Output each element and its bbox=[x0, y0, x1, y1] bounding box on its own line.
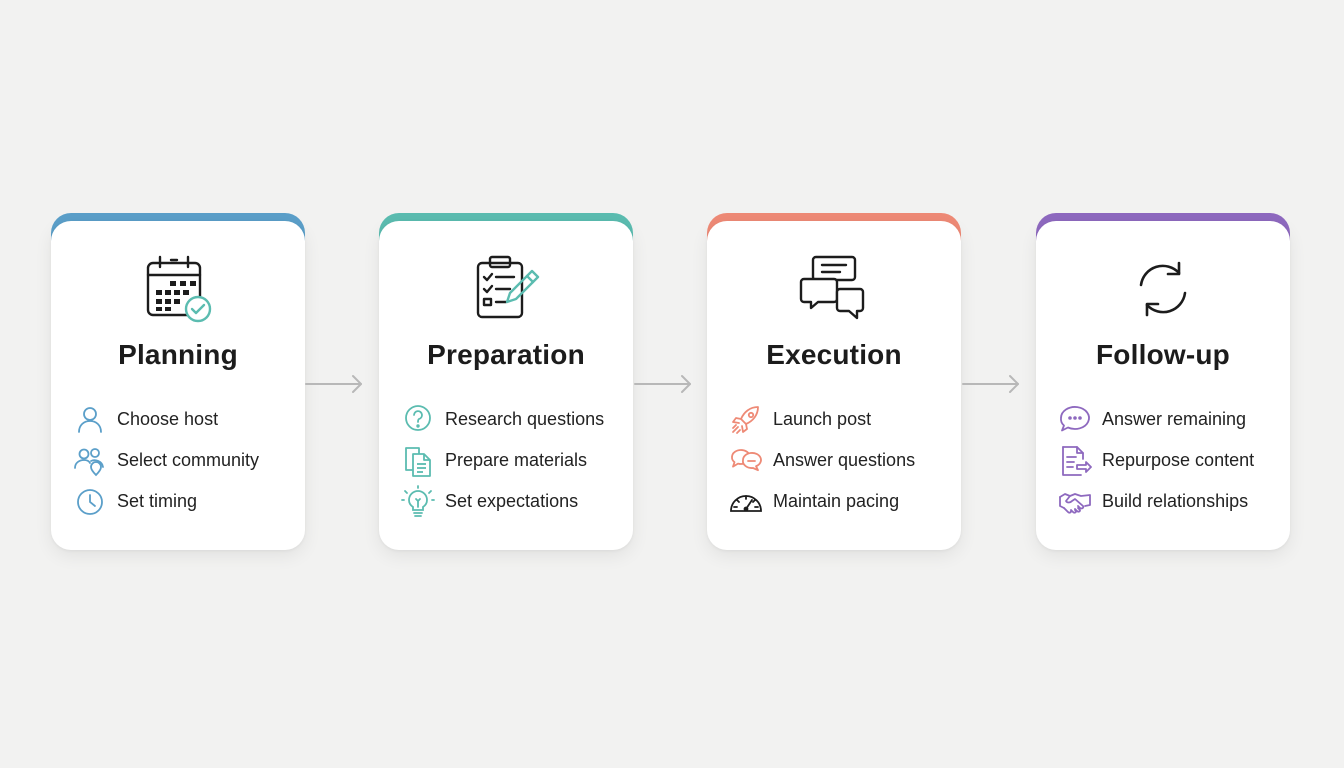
item-label: Build relationships bbox=[1102, 491, 1249, 511]
list-item: Answer questions bbox=[729, 440, 951, 481]
documents-icon bbox=[405, 446, 431, 477]
list-item: Select community bbox=[73, 440, 295, 481]
item-label: Repurpose content bbox=[1102, 450, 1255, 470]
card-body: Preparation Research questions Prepare m… bbox=[379, 221, 633, 550]
stage-items: Research questions Prepare materials bbox=[401, 399, 623, 522]
list-item: Set expectations bbox=[401, 481, 623, 522]
card-body: Execution Launch post Answer questions bbox=[707, 221, 961, 550]
clipboard-pencil-icon bbox=[476, 255, 540, 319]
speech-bubbles-icon bbox=[731, 448, 762, 471]
stage-items: Answer remaining Repurpose content bbox=[1058, 399, 1280, 522]
list-item: Repurpose content bbox=[1058, 440, 1280, 481]
handshake-icon bbox=[1059, 492, 1091, 514]
item-label: Research questions bbox=[445, 409, 605, 429]
stage-card-planning: Planning Choose host Select community bbox=[51, 213, 305, 550]
stage-title: Follow-up bbox=[1096, 339, 1230, 370]
question-icon bbox=[405, 404, 431, 431]
item-label: Launch post bbox=[773, 409, 872, 429]
list-item: Build relationships bbox=[1058, 481, 1280, 522]
document-arrow-icon bbox=[1062, 445, 1092, 476]
item-label: Choose host bbox=[117, 409, 219, 429]
chat-bubbles-icon bbox=[799, 255, 865, 320]
stage-title: Planning bbox=[118, 339, 238, 370]
connector-arrow bbox=[305, 375, 362, 393]
list-item: Prepare materials bbox=[401, 440, 623, 481]
item-label: Set expectations bbox=[445, 491, 579, 511]
stage-card-follow-up: Follow-up Answer remaining Repurpose con… bbox=[1036, 213, 1290, 550]
item-label: Answer questions bbox=[773, 450, 916, 470]
list-item: Research questions bbox=[401, 399, 623, 440]
connector-arrow bbox=[962, 375, 1019, 393]
lightbulb-icon bbox=[401, 484, 435, 517]
calendar-check-icon bbox=[146, 255, 212, 323]
item-label: Set timing bbox=[117, 491, 198, 511]
stage-card-execution: Execution Launch post Answer questions bbox=[707, 213, 961, 550]
stage-card-preparation: Preparation Research questions Prepare m… bbox=[379, 213, 633, 550]
clock-icon bbox=[77, 488, 103, 515]
stage-title: Preparation bbox=[427, 339, 585, 370]
stage-items: Choose host Select community Set timing bbox=[73, 399, 295, 522]
item-label: Prepare materials bbox=[445, 450, 588, 470]
item-label: Maintain pacing bbox=[773, 491, 900, 511]
card-body: Planning Choose host Select community bbox=[51, 221, 305, 550]
community-icon bbox=[74, 447, 104, 476]
card-body: Follow-up Answer remaining Repurpose con… bbox=[1036, 221, 1290, 550]
item-label: Answer remaining bbox=[1102, 409, 1247, 429]
list-item: Launch post bbox=[729, 399, 951, 440]
stage-title: Execution bbox=[766, 339, 902, 370]
list-item: Maintain pacing bbox=[729, 481, 951, 522]
connector-arrow bbox=[634, 375, 691, 393]
list-item: Choose host bbox=[73, 399, 295, 440]
chat-dots-icon bbox=[1060, 405, 1090, 431]
speedometer-icon bbox=[730, 494, 762, 512]
stage-items: Launch post Answer questions Maintain pa… bbox=[729, 399, 951, 522]
list-item: Answer remaining bbox=[1058, 399, 1280, 440]
refresh-cycle-icon bbox=[1139, 261, 1187, 317]
item-label: Select community bbox=[117, 450, 260, 470]
list-item: Set timing bbox=[73, 481, 295, 522]
person-icon bbox=[78, 406, 102, 433]
rocket-icon bbox=[732, 405, 759, 434]
